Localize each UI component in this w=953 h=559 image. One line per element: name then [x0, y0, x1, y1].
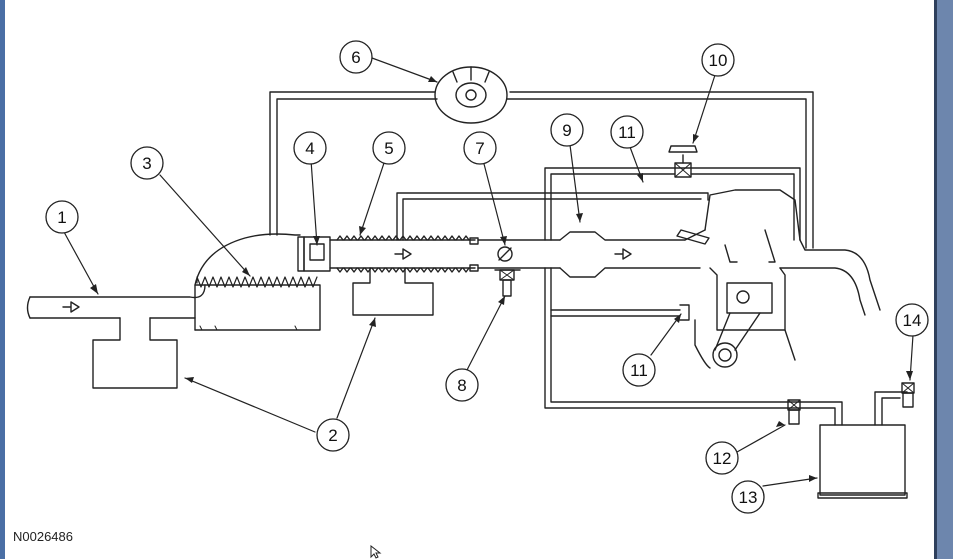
callout-11-bottom: 11: [630, 361, 648, 380]
intake-plenum: [559, 231, 701, 278]
fuel-injector: [676, 229, 710, 245]
flow-arrow-icon: [62, 301, 80, 313]
flow-arrow-icon: [614, 248, 632, 260]
resonator-left: [92, 317, 178, 389]
evap-canister: [817, 424, 908, 499]
pcv-valve-dome: [434, 66, 508, 124]
flow-arrow-icon: [394, 248, 412, 260]
intake-tube-bellows: [329, 235, 479, 273]
maf-sensor: [297, 236, 331, 272]
vent-valve: [787, 399, 801, 425]
window-right-border: [934, 0, 937, 559]
resonator-middle: [352, 267, 434, 316]
callout-5: 5: [384, 139, 393, 158]
callout-6: 6: [351, 48, 360, 67]
callout-11-top: 11: [618, 123, 636, 142]
callout-10: 10: [709, 51, 728, 70]
callout-labels: 1 3 4 5 6 7 8 9 10 11 11 2 12 13 14: [57, 48, 921, 507]
callout-9: 9: [562, 121, 571, 140]
throttle-body: [477, 239, 561, 297]
callout-13: 13: [739, 488, 758, 507]
fresh-air-filter: [901, 382, 915, 408]
callout-14: 14: [903, 311, 922, 330]
intake-inlet-pipe: [26, 284, 206, 319]
callout-4: 4: [305, 139, 314, 158]
callout-3: 3: [142, 154, 151, 173]
engine: [676, 189, 881, 369]
arrowheads: [90, 76, 913, 482]
scrollbar-track[interactable]: [934, 0, 953, 559]
figure-id: N0026486: [13, 529, 73, 544]
mouse-pointer-icon: [370, 545, 382, 559]
callout-12: 12: [713, 449, 732, 468]
vacuum-lines: [269, 91, 908, 426]
evap-system-schematic: 1 3 4 5 6 7 8 9 10 11 11 2 12 13 14: [26, 40, 929, 514]
callout-2: 2: [328, 426, 337, 445]
callout-circles: [45, 40, 929, 514]
callout-7: 7: [475, 139, 484, 158]
air-cleaner-housing: [194, 233, 321, 331]
callout-8: 8: [457, 376, 466, 395]
leader-lines: [63, 57, 914, 487]
window-left-border: [0, 0, 5, 559]
purge-valve: [668, 145, 698, 178]
callout-1: 1: [57, 208, 66, 227]
